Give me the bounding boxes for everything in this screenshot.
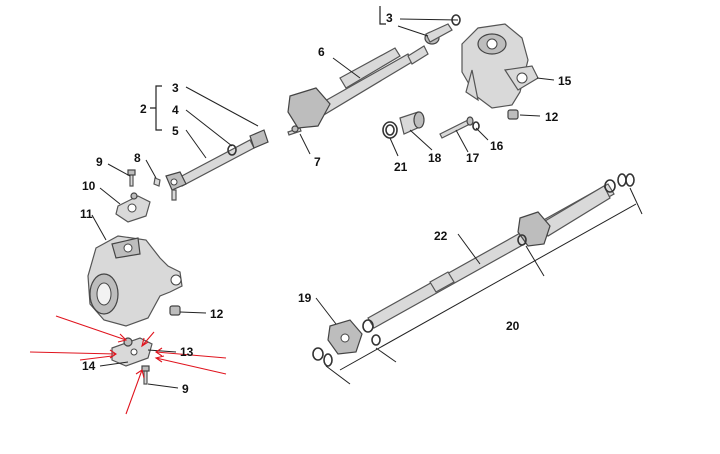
steering-knuckle-upper bbox=[461, 23, 539, 109]
callout-9-lower: 9 bbox=[182, 382, 189, 396]
callout-2: 2 bbox=[140, 102, 147, 116]
pin-8 bbox=[153, 177, 161, 187]
bolt-9-lower bbox=[141, 365, 150, 385]
callout-17: 17 bbox=[466, 151, 480, 165]
callout-13: 13 bbox=[180, 345, 194, 359]
callout-16: 16 bbox=[490, 139, 504, 153]
bolt-17 bbox=[439, 116, 474, 139]
flange-19 bbox=[312, 319, 363, 367]
callout-19: 19 bbox=[298, 291, 312, 305]
leader-lines bbox=[91, 18, 555, 389]
callout-18: 18 bbox=[428, 151, 442, 165]
callout-3-left: 3 bbox=[172, 81, 179, 95]
callout-22: 22 bbox=[434, 229, 448, 243]
callout-9-upper: 9 bbox=[96, 155, 103, 169]
callout-7: 7 bbox=[314, 155, 321, 169]
bracket-10 bbox=[115, 192, 151, 223]
avito-watermark: Avito bbox=[610, 416, 692, 442]
bolt-9-upper bbox=[127, 169, 136, 187]
red-annotation-arrows bbox=[29, 315, 227, 415]
seal-21 bbox=[382, 121, 398, 139]
bracket-13 bbox=[111, 337, 153, 367]
callout-12-upper: 12 bbox=[545, 110, 559, 124]
callout-8: 8 bbox=[134, 151, 141, 165]
callout-20: 20 bbox=[506, 319, 520, 333]
callout-4: 4 bbox=[172, 103, 179, 117]
callout-15: 15 bbox=[558, 74, 572, 88]
callout-10: 10 bbox=[82, 179, 96, 193]
intermediate-shaft bbox=[287, 14, 461, 129]
callout-21: 21 bbox=[394, 160, 408, 174]
nut-12-lower bbox=[169, 305, 181, 316]
bolt-7 bbox=[287, 125, 302, 136]
steering-knuckle-lower bbox=[87, 235, 183, 327]
group-bracket-top bbox=[379, 6, 386, 25]
callout-12-lower: 12 bbox=[210, 307, 224, 321]
washer-16 bbox=[472, 121, 480, 131]
callout-11: 11 bbox=[80, 207, 93, 221]
group-lines-20 bbox=[325, 187, 643, 385]
callout-6: 6 bbox=[318, 45, 325, 59]
callout-5: 5 bbox=[172, 124, 179, 138]
group-bracket-2 bbox=[150, 85, 162, 131]
watermark-text: Avito bbox=[640, 419, 692, 442]
callout-3-top: 3 bbox=[386, 11, 393, 25]
nut-12-upper bbox=[507, 109, 519, 120]
propeller-shaft bbox=[362, 173, 635, 346]
bushing-18 bbox=[399, 111, 425, 135]
tie-rod bbox=[165, 129, 269, 201]
callout-14: 14 bbox=[82, 359, 96, 373]
